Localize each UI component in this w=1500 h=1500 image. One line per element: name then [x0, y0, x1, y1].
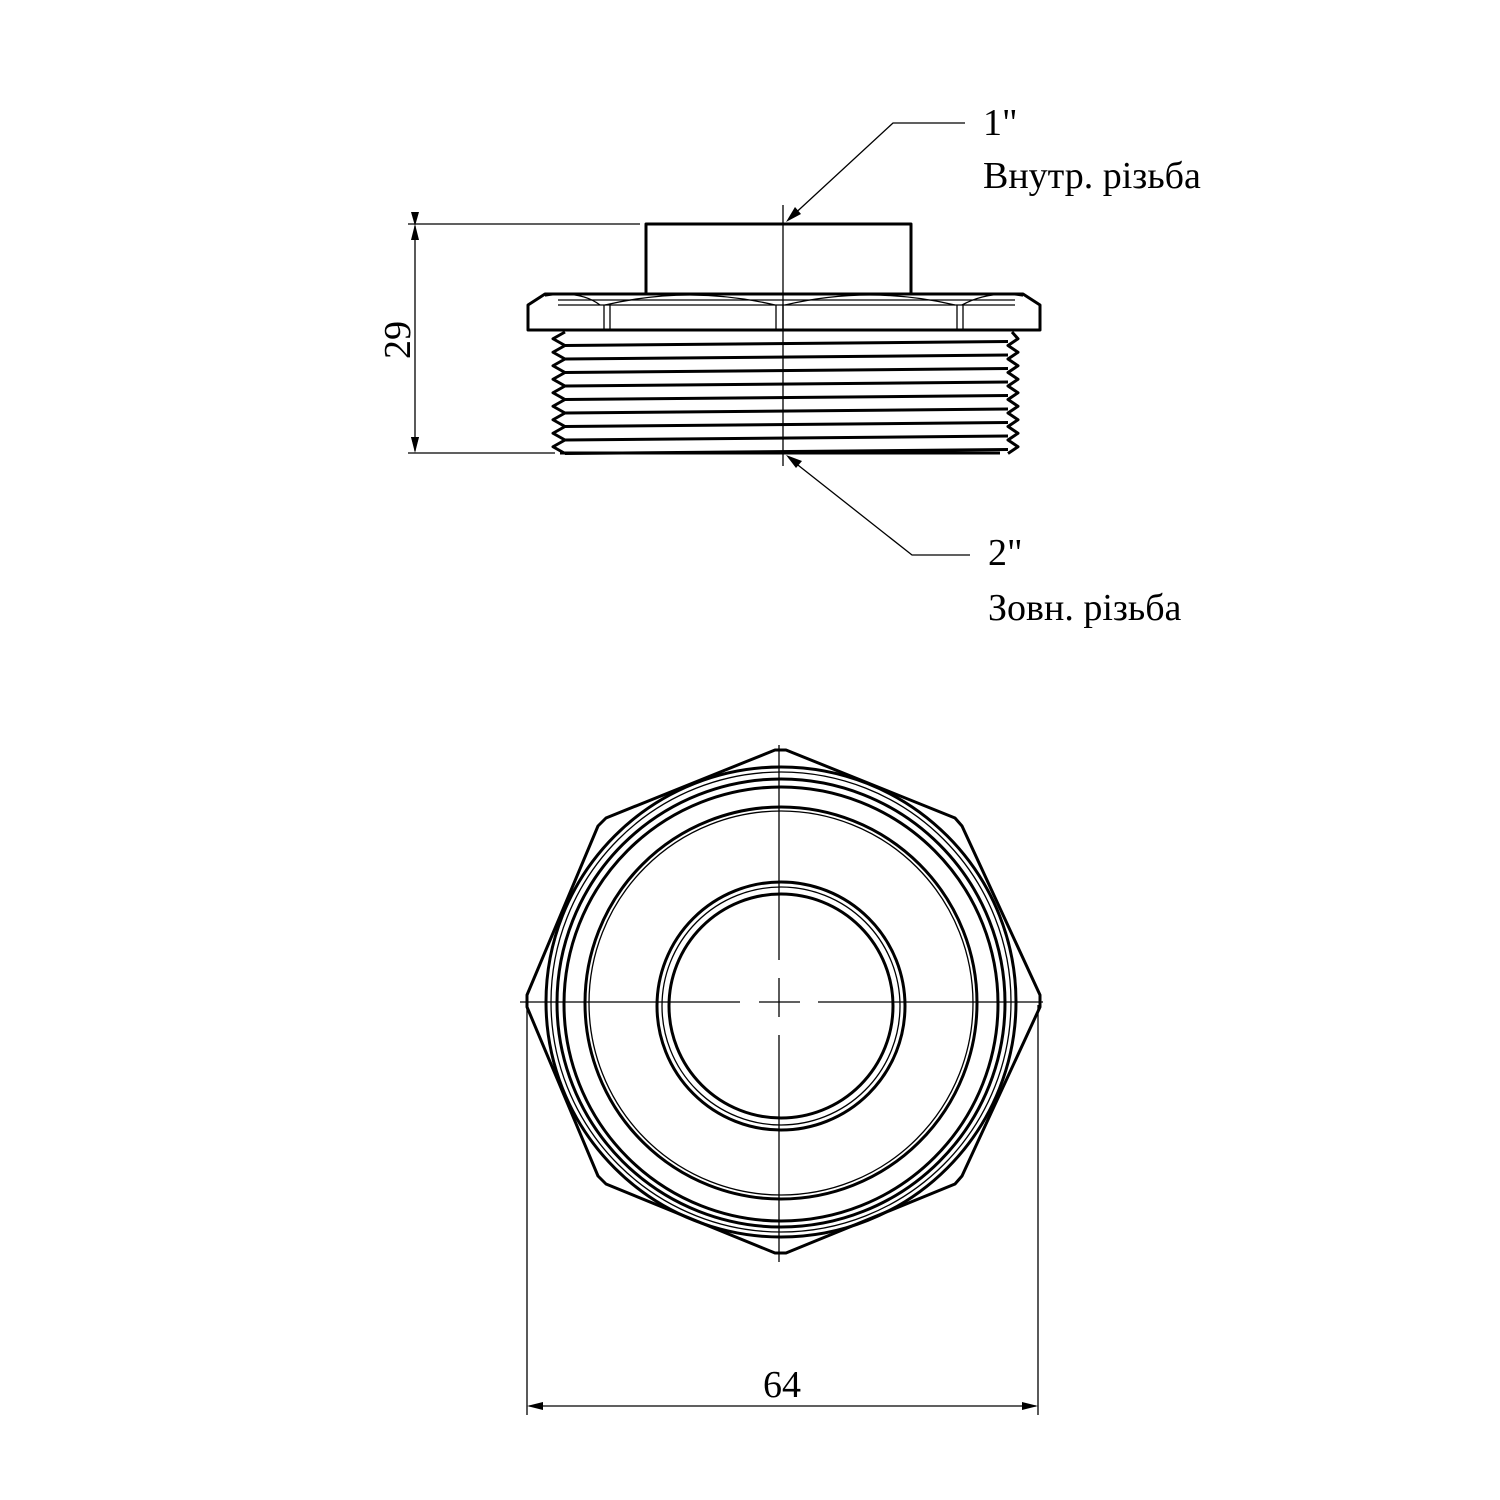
thread-crest-line — [564, 367, 1009, 374]
hex-face-curves — [544, 293, 1024, 306]
outer-thread-label: Зовн. різьба — [988, 587, 1182, 629]
front-view — [520, 745, 1043, 1262]
inner-thread-label: Внутр. різьба — [983, 155, 1201, 197]
inner-thread-callout: 1" Внутр. різьба — [786, 102, 1201, 222]
external-thread — [551, 330, 1020, 455]
width-dimension-value: 64 — [763, 1364, 801, 1406]
inner-thread-size: 1" — [983, 102, 1018, 144]
thread-crest-line — [564, 380, 1009, 388]
hex-collar — [526, 292, 1042, 332]
width-dimension: 64 — [526, 1005, 1039, 1415]
hex-edges — [558, 304, 1015, 330]
outer-thread-callout: 2" Зовн. різьба — [786, 455, 1182, 629]
top-boss — [644, 222, 913, 296]
thread-crest-line — [564, 353, 1009, 361]
thread-crest-line — [564, 434, 1009, 442]
side-view — [526, 205, 1042, 466]
thread-right-profile — [1006, 331, 1020, 455]
thread-crest-line — [564, 340, 1009, 347]
thread-crest-line — [564, 407, 1009, 415]
octagon-outline — [525, 748, 1042, 1255]
outer-thread-size: 2" — [988, 532, 1023, 574]
height-dimension-value: 29 — [377, 321, 419, 359]
height-dimension: 29 — [377, 212, 640, 454]
thread-crest-line — [564, 394, 1009, 401]
thread-crest-line — [564, 421, 1009, 428]
thread-left-profile — [551, 330, 567, 455]
center-marks — [520, 745, 1043, 1262]
